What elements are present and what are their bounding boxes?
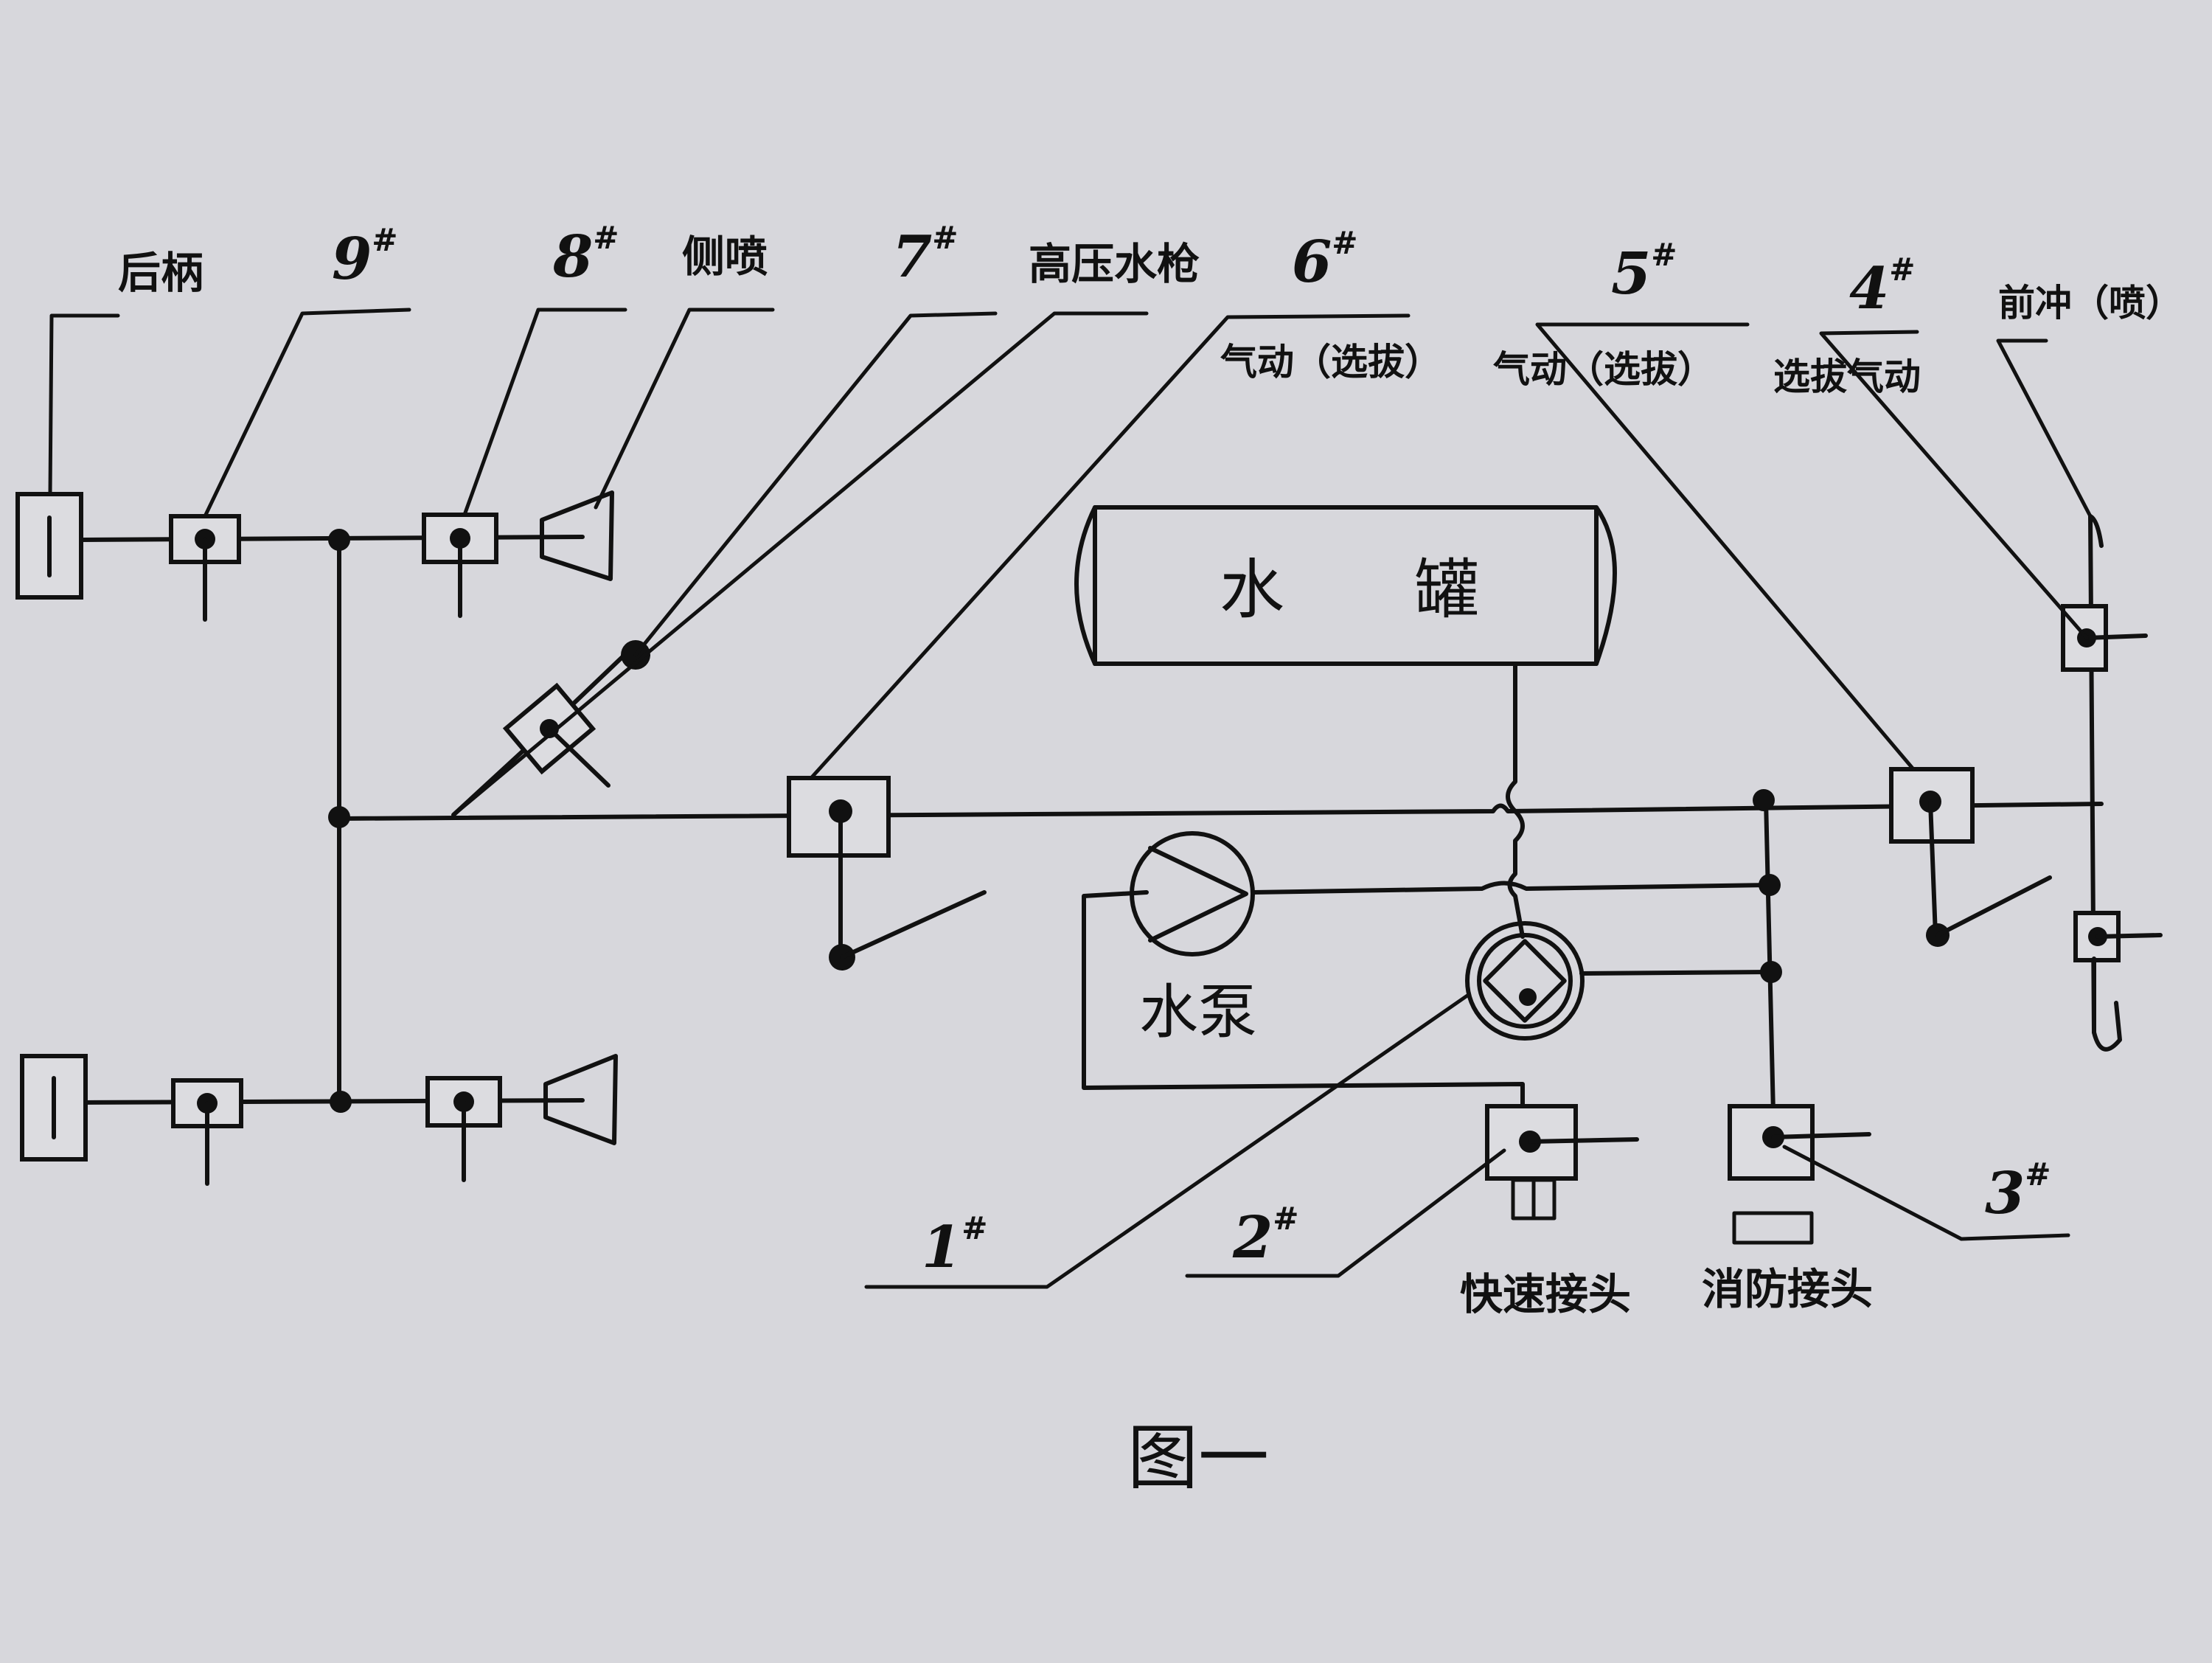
valve-4 bbox=[2061, 604, 2148, 672]
front-flush-label: 前冲（喷） bbox=[1998, 282, 2183, 324]
svg-text:7#: 7# bbox=[892, 220, 958, 291]
svg-text:6#: 6# bbox=[1292, 225, 1357, 296]
number-label: 1 bbox=[922, 1214, 961, 1281]
valve-9-bottom bbox=[171, 1078, 243, 1186]
hash-mark: # bbox=[961, 1210, 987, 1246]
rear-handle-label: 后柄 bbox=[118, 248, 204, 298]
junction-dot bbox=[1753, 789, 1775, 811]
hash-mark: # bbox=[1273, 1201, 1298, 1237]
hash-mark: # bbox=[932, 220, 958, 256]
number-labels: 9# 8# 7# 6# 5# 4# 1# 2# 3# bbox=[332, 220, 2051, 1281]
water-pump: 水泵 bbox=[1130, 831, 1257, 1046]
hash-mark: # bbox=[2025, 1156, 2051, 1192]
junction-dot bbox=[1760, 961, 1782, 983]
svg-text:3#: 3# bbox=[1985, 1156, 2051, 1227]
hash-mark: # bbox=[1651, 237, 1677, 273]
side-spray-nozzle-bottom bbox=[543, 1054, 618, 1145]
valve-front-lower bbox=[2073, 911, 2163, 962]
hash-mark: # bbox=[1889, 251, 1915, 288]
number-label: 4 bbox=[1849, 255, 1889, 322]
valve-6 bbox=[787, 776, 987, 971]
control-valve-1 bbox=[1465, 921, 1585, 1041]
quick-coupling-valve bbox=[1485, 1104, 1639, 1221]
water-tank-label: 水 罐 bbox=[1220, 552, 1479, 628]
junction-dot bbox=[328, 529, 350, 551]
svg-text:1#: 1# bbox=[922, 1210, 987, 1281]
number-label: 5 bbox=[1611, 240, 1651, 308]
valve-9-top bbox=[169, 514, 241, 622]
junction-dot bbox=[330, 1091, 352, 1113]
water-tank: 水 罐 bbox=[1074, 505, 1617, 666]
text-labels: 后柄 侧喷 高压水枪 气动（选拔） 气动（选拔） 选拔气动 前冲（喷） 快速接头… bbox=[118, 232, 2183, 1319]
main-pipes bbox=[79, 514, 2104, 1116]
pneumatic-opt-6-label: 气动（选拔） bbox=[1220, 341, 1441, 383]
valve-8-bottom bbox=[425, 1076, 502, 1182]
hash-mark: # bbox=[372, 222, 397, 258]
rear-handle-top bbox=[15, 492, 83, 600]
svg-text:9#: 9# bbox=[332, 222, 397, 293]
junction-dots bbox=[328, 529, 1782, 1113]
rear-handle-bottom bbox=[20, 1054, 88, 1162]
fire-coupling-valve bbox=[1728, 1104, 1871, 1245]
quick-coupling-label: 快速接头 bbox=[1460, 1269, 1631, 1319]
svg-text:8#: 8# bbox=[552, 220, 619, 291]
leader-lines bbox=[48, 308, 2093, 1289]
svg-text:5#: 5# bbox=[1611, 237, 1677, 308]
high-pressure-gun-label: 高压水枪 bbox=[1029, 239, 1200, 289]
number-label: 6 bbox=[1292, 229, 1332, 296]
front-flush-hook-bottom bbox=[2092, 957, 2122, 1052]
hash-mark: # bbox=[593, 220, 619, 256]
number-label: 7 bbox=[892, 223, 932, 291]
valve-5 bbox=[1889, 767, 2052, 947]
junction-dot bbox=[328, 806, 350, 828]
svg-text:2#: 2# bbox=[1232, 1201, 1298, 1271]
pneumatic-opt-5-label: 气动（选拔） bbox=[1493, 348, 1714, 391]
water-pump-label: 水泵 bbox=[1139, 978, 1257, 1046]
number-label: 3 bbox=[1985, 1160, 2025, 1227]
number-label: 8 bbox=[552, 223, 593, 291]
svg-text:4#: 4# bbox=[1849, 251, 1915, 322]
opt-pneumatic-4-label: 选拔气动 bbox=[1773, 355, 1921, 398]
valve-7 bbox=[502, 682, 611, 788]
number-label: 2 bbox=[1232, 1204, 1273, 1271]
junction-dot bbox=[1759, 874, 1781, 896]
side-spray-nozzle-top bbox=[540, 490, 614, 581]
side-spray-label: 侧喷 bbox=[682, 232, 768, 282]
fire-coupling-label: 消防接头 bbox=[1702, 1264, 1873, 1314]
number-label: 9 bbox=[332, 226, 372, 293]
hash-mark: # bbox=[1332, 225, 1357, 261]
figure-caption: 图一 bbox=[1127, 1417, 1269, 1499]
valve-8-top bbox=[422, 513, 498, 618]
